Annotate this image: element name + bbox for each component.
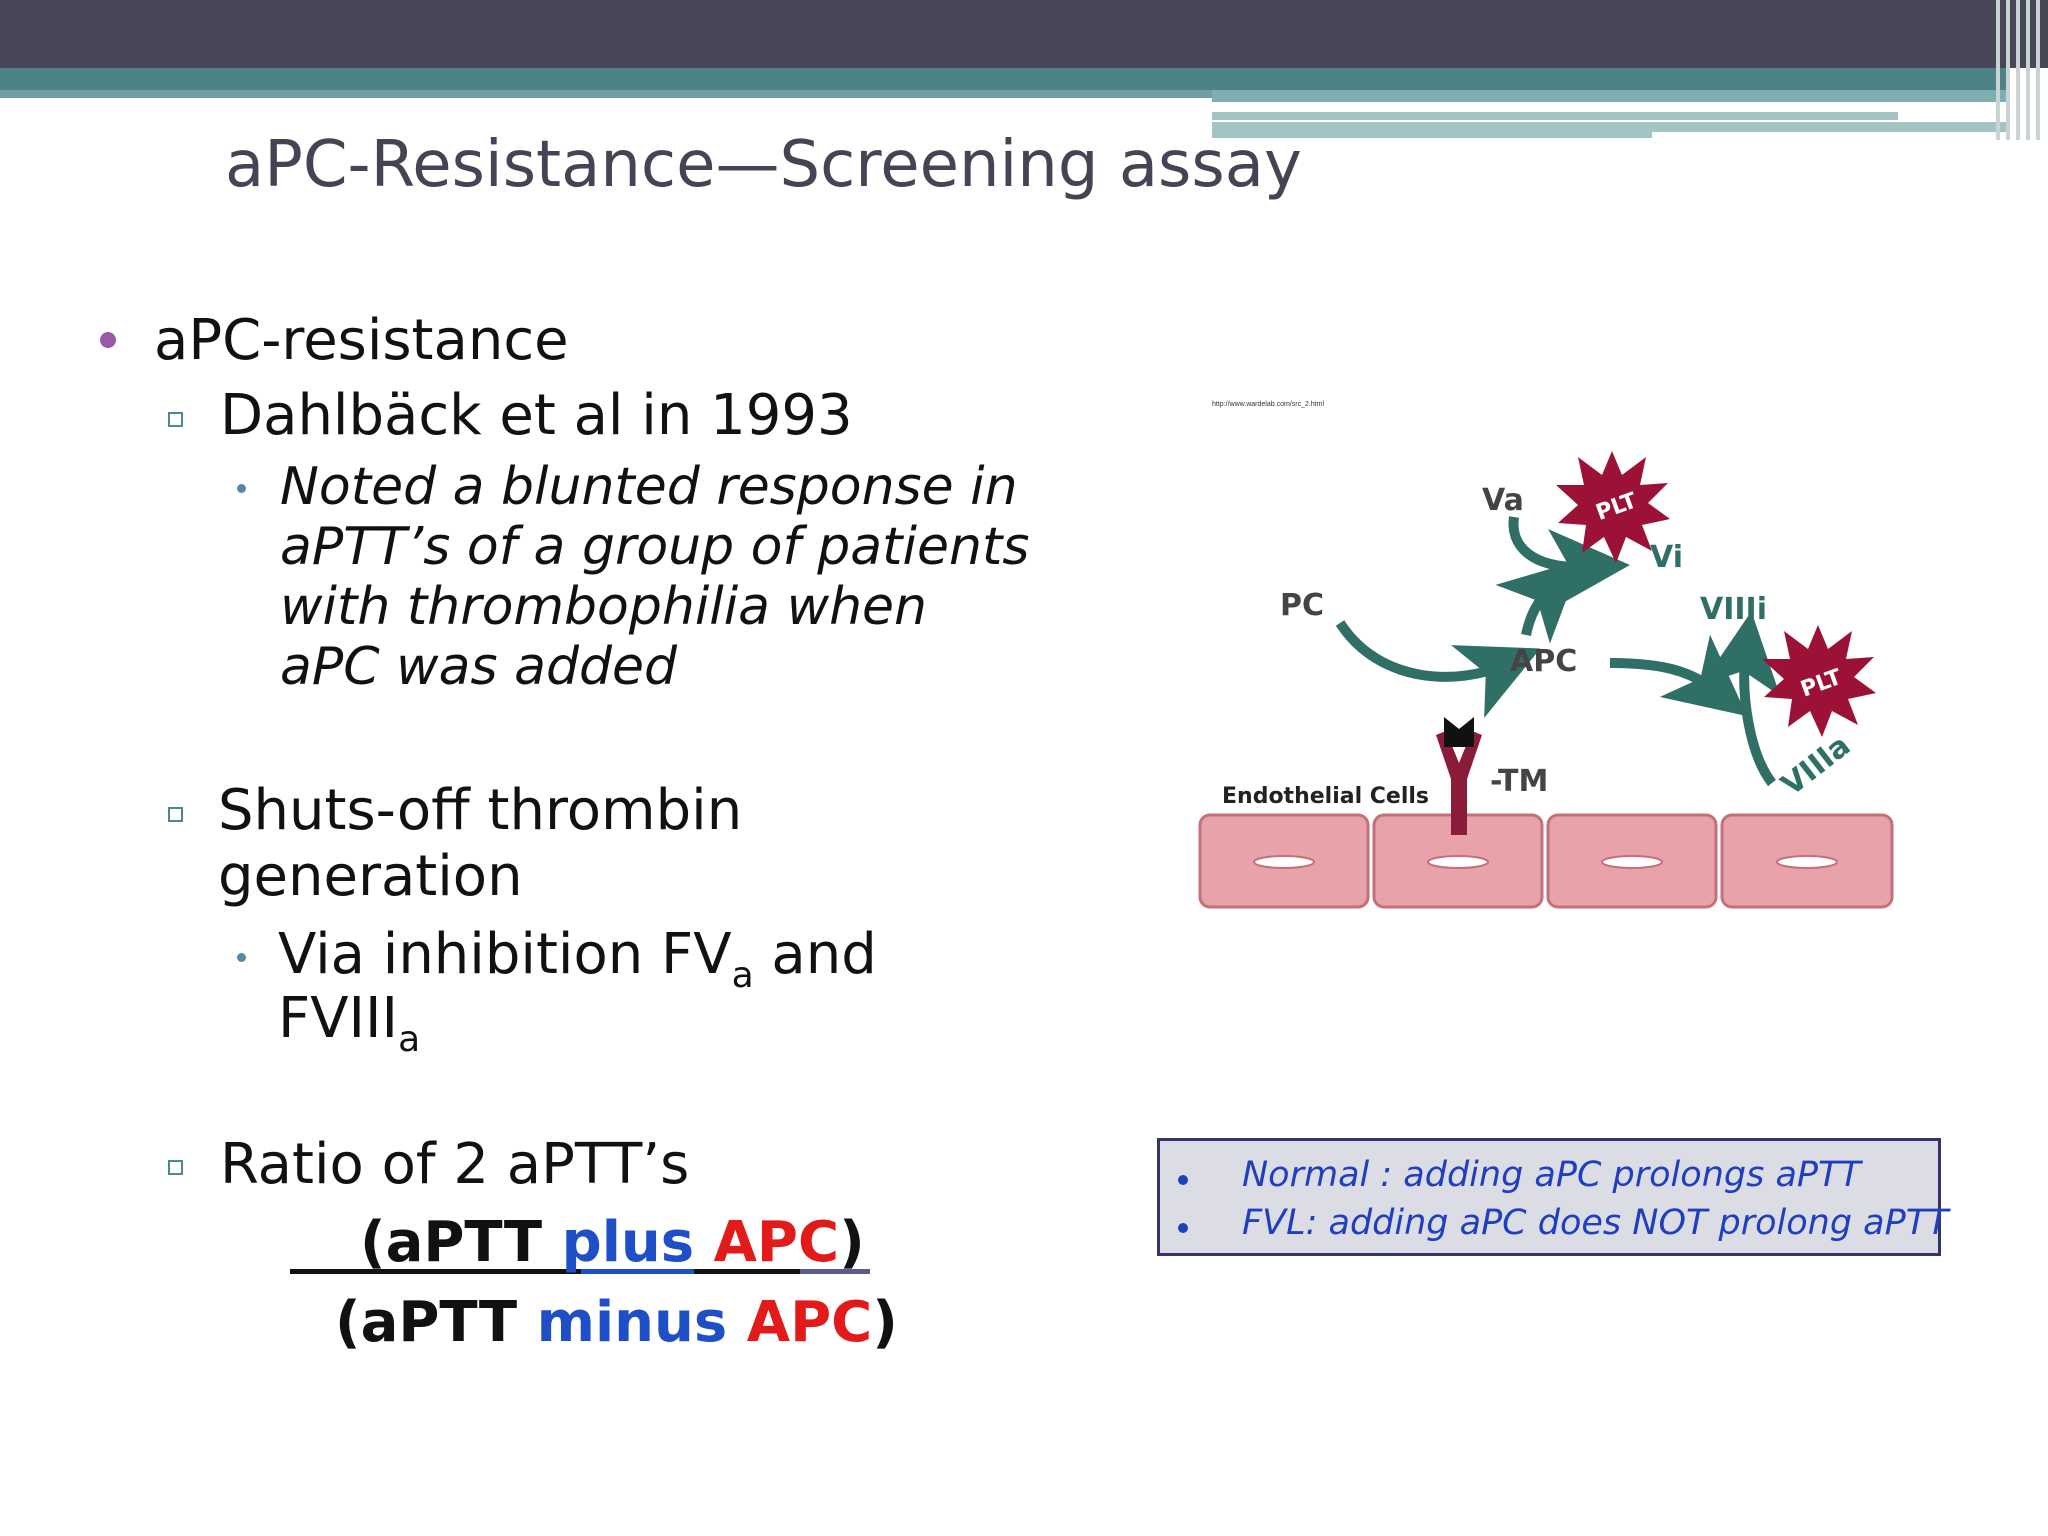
header-bar-teal [0,68,2010,90]
label-pc: PC [1280,588,1324,623]
label-endothelial-cells: Endothelial Cells [1222,784,1429,809]
bullet-l2-dahlback: Dahlbäck et al in 1993 [220,383,853,448]
label-vi: Vi [1650,540,1683,575]
diagram-source-url: http://www.wardelab.com/src_2.html [1212,401,1325,408]
apc-pathway-diagram: PLT PLT Va Vi PC APC VIIIi VIIIa -TM End… [1198,451,1894,909]
bullet-l3-line: Noted a blunted response in [280,457,1018,517]
label-va: Va [1482,483,1524,518]
bullet-l3-via-inhibition: Via inhibition FVa and [278,922,877,996]
thrombomodulin-receptor-icon [1436,717,1482,835]
slide-title: aPC-Resistance—Screening assay [225,128,1302,202]
arrow-apc-to-viii [1609,634,1748,717]
bullet-list: aPC-resistance Dahlbäck et al in 1993 No… [100,308,1030,1355]
square-bullet-icon [168,807,183,822]
bullet-l3-line: aPC was added [280,637,677,697]
arrow-apc-up [1495,559,1582,644]
header-bar-light [1212,90,2010,102]
ratio-numerator: (aPTT plus APC) [360,1210,865,1275]
note-bullet-icon [1178,1223,1188,1233]
ratio-denominator: (aPTT minus APC) [335,1290,898,1355]
bullet-l3-line: with thrombophilia when [280,577,928,637]
square-bullet-icon [168,412,183,427]
arrow-viiia-to-viiii [1700,611,1781,787]
header-bar-light-2 [1212,112,1898,120]
note-item: Normal : adding aPC prolongs aPTT [1242,1155,1861,1195]
header-stripes [1988,0,2048,140]
arrow-pc-to-apc [1335,620,1541,718]
header-bar-light-3 [1212,122,1652,138]
bullet-l2-shutsoff: Shuts-off thrombin [218,778,743,843]
note-box: Normal : adding aPC prolongs aPTT FVL: a… [1157,1138,1949,1256]
header-bar-dark [0,0,2048,68]
note-item: FVL: adding aPC does NOT prolong aPTT [1242,1203,1949,1243]
header-bar-teal-lower [0,90,1212,98]
bullet-dot-icon [100,332,116,348]
plt-starburst-icon: PLT [1556,451,1670,563]
plt-starburst-icon: PLT [1762,625,1876,737]
small-bullet-icon [237,484,246,493]
bullet-l2-shutsoff-cont: generation [218,844,523,909]
bullet-l1: aPC-resistance [154,308,569,373]
square-bullet-icon [168,1160,183,1175]
arrow-va-to-vi [1508,516,1630,609]
header-bar-light-4 [1652,122,2010,132]
fraction-line [290,1269,870,1274]
label-apc: APC [1510,644,1577,679]
small-bullet-icon [237,953,246,962]
endothelial-cells-row [1198,813,1894,909]
bullet-l2-ratio: Ratio of 2 aPTT’s [220,1132,690,1197]
bullet-l3-fviii: FVIIIa [278,986,421,1060]
note-bullet-icon [1178,1175,1188,1185]
fraction-line-tail [800,1269,870,1274]
label-tm: -TM [1490,764,1548,799]
label-viiii: VIIIi [1700,592,1767,627]
bullet-l3-line: aPTT’s of a group of patients [280,517,1030,577]
label-viiia: VIIIa [1775,728,1857,803]
